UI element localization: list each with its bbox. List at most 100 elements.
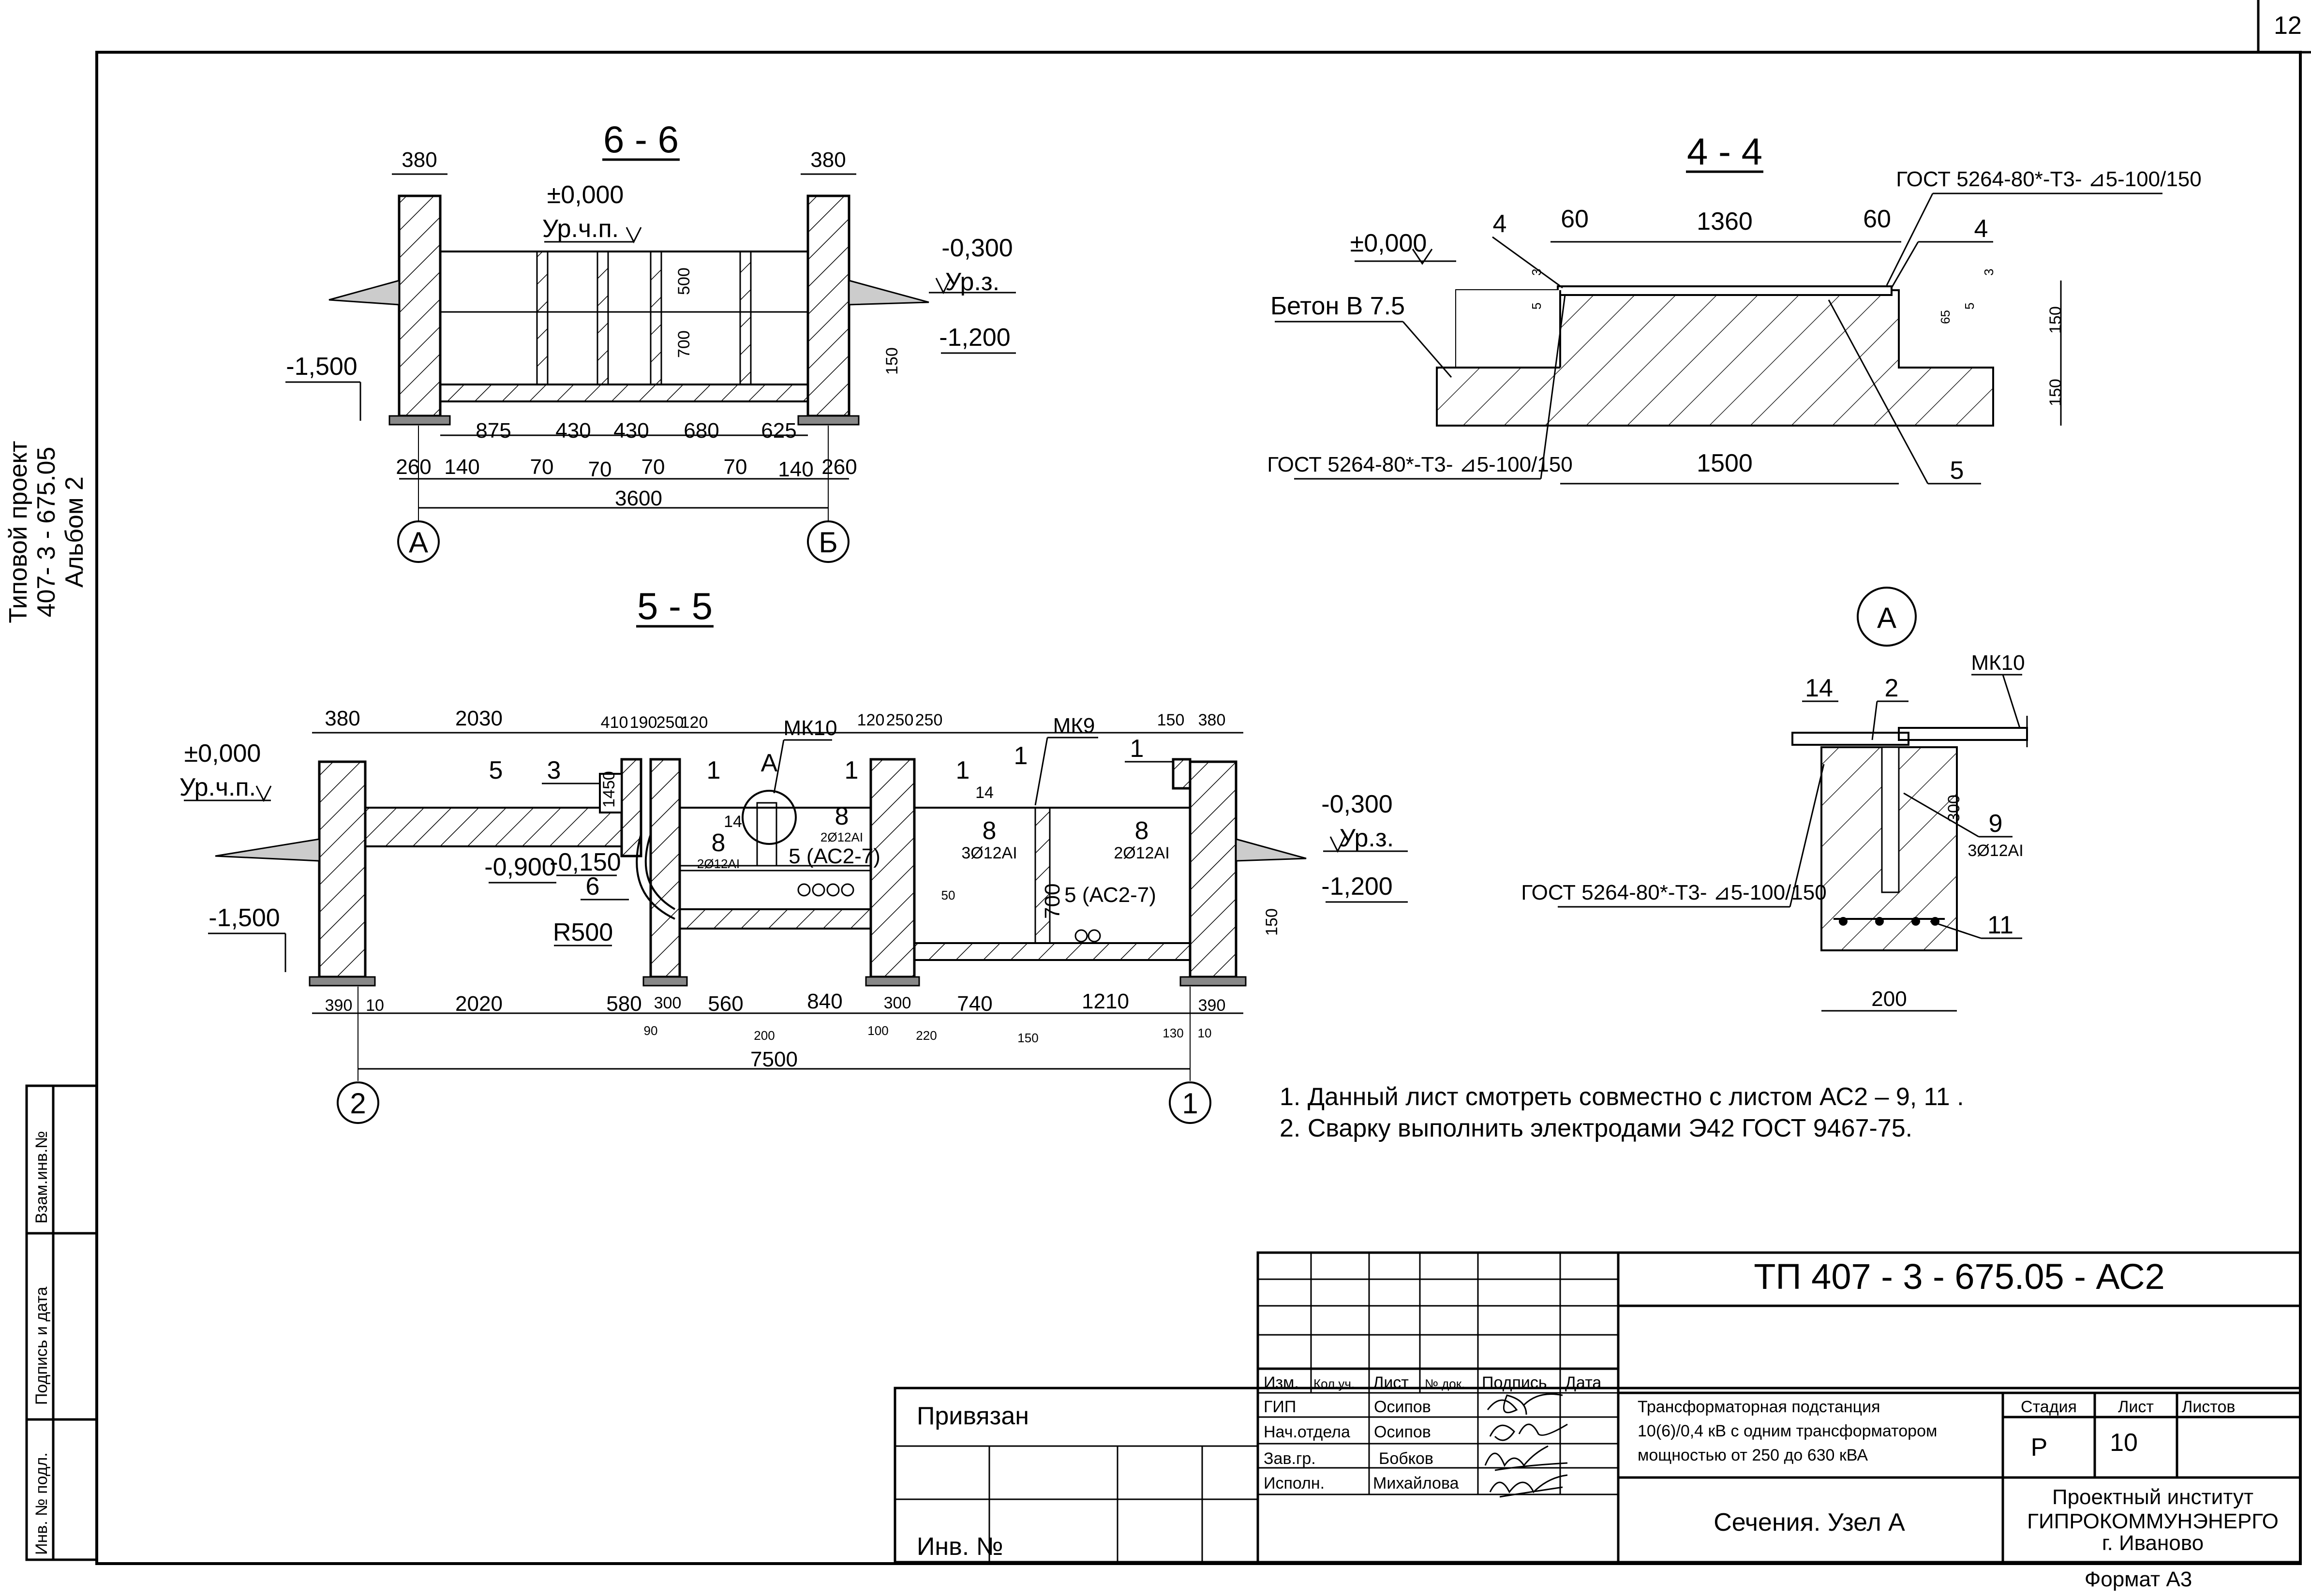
svg-text:130: 130 — [1163, 1026, 1183, 1040]
svg-text:700: 700 — [1041, 884, 1064, 919]
sheet-number: 10 — [2110, 1429, 2138, 1457]
svg-text:1: 1 — [845, 756, 859, 784]
stamp-roles: ГИП Нач.отдела Зав.гр. Исполн. Осипов Ос… — [1264, 1398, 1459, 1493]
section-5-5-title: 5 - 5 — [637, 585, 713, 627]
svg-text:14: 14 — [724, 813, 742, 831]
svg-text:14: 14 — [1805, 674, 1833, 702]
linked-label: Привязан — [917, 1402, 1029, 1430]
svg-text:200: 200 — [754, 1028, 775, 1043]
svg-text:390: 390 — [1198, 996, 1226, 1015]
svg-text:380: 380 — [810, 148, 846, 172]
doc-code: ТП 407 - 3 - 675.05 - АС2 — [1754, 1256, 2165, 1297]
svg-text:-1,500: -1,500 — [209, 904, 280, 932]
svg-text:-1,200: -1,200 — [1321, 872, 1392, 901]
svg-text:Ур.з.: Ур.з. — [1340, 824, 1394, 852]
svg-text:Осипов: Осипов — [1374, 1423, 1431, 1441]
svg-text:140: 140 — [778, 458, 813, 481]
field-replace-inv: Взам.инв.№ — [32, 1131, 51, 1224]
svg-text:±0,000: ±0,000 — [547, 181, 624, 209]
svg-text:Дата: Дата — [1565, 1374, 1601, 1392]
svg-text:150: 150 — [1263, 908, 1281, 936]
svg-text:10(6)/0,4 кВ с одним трансформ: 10(6)/0,4 кВ с одним трансформатором — [1638, 1422, 1937, 1440]
svg-text:150: 150 — [1017, 1031, 1038, 1045]
svg-text:150: 150 — [883, 347, 901, 375]
svg-text:Ур.ч.п.: Ур.ч.п. — [179, 773, 256, 801]
svg-text:Нач.отдела: Нач.отдела — [1264, 1423, 1350, 1441]
svg-text:200: 200 — [1871, 987, 1907, 1011]
svg-text:Бетон В 7.5: Бетон В 7.5 — [1270, 292, 1405, 320]
section-4-4: 4 - 4 ±0,000 Бетон В 7.5 4 4 ГОСТ 5264-8… — [1267, 130, 2202, 485]
svg-text:5 (АС2-7): 5 (АС2-7) — [789, 844, 880, 868]
svg-text:1: 1 — [1014, 742, 1028, 770]
svg-text:11: 11 — [1987, 911, 2013, 939]
svg-text:-0,900: -0,900 — [484, 853, 555, 881]
axis-a-66: А — [409, 526, 428, 559]
svg-text:390: 390 — [325, 996, 353, 1015]
svg-text:Альбом 2: Альбом 2 — [60, 476, 89, 588]
svg-text:60: 60 — [1561, 205, 1589, 233]
svg-text:190: 190 — [630, 713, 657, 732]
svg-text:2030: 2030 — [455, 707, 503, 730]
svg-text:150: 150 — [2046, 379, 2065, 406]
svg-text:500: 500 — [675, 267, 693, 295]
svg-text:5: 5 — [489, 756, 503, 784]
field-signature-date: Подпись и дата — [32, 1286, 51, 1405]
section-6-6: 6 - 6 380 380 ±0,000 Ур.ч.п. 500 — [285, 118, 1016, 563]
svg-text:3Ø12АI: 3Ø12АI — [961, 844, 1017, 862]
svg-text:Подпись: Подпись — [1482, 1374, 1547, 1392]
svg-text:3600: 3600 — [615, 487, 662, 510]
svg-text:Исполн.: Исполн. — [1264, 1474, 1325, 1493]
svg-text:г. Иваново: г. Иваново — [2102, 1531, 2204, 1555]
svg-text:Михайлова: Михайлова — [1373, 1474, 1459, 1493]
svg-text:Бобков: Бобков — [1379, 1449, 1433, 1468]
svg-text:Лист: Лист — [2118, 1398, 2154, 1416]
svg-text:560: 560 — [708, 992, 743, 1016]
svg-text:мощностью от 250 до 630 кВА: мощностью от 250 до 630 кВА — [1638, 1446, 1868, 1464]
svg-text:ГОСТ 5264-80*-Т3- ⊿5-100/150: ГОСТ 5264-80*-Т3- ⊿5-100/150 — [1267, 453, 1573, 476]
svg-text:-1,200: -1,200 — [939, 324, 1010, 352]
svg-text:625: 625 — [761, 419, 796, 443]
svg-text:8: 8 — [835, 802, 849, 830]
section-5-5: 5 - 5 — [179, 585, 1408, 1124]
svg-text:R500: R500 — [553, 918, 613, 946]
svg-text:1500: 1500 — [1697, 449, 1753, 477]
svg-text:-0,300: -0,300 — [941, 234, 1013, 262]
svg-text:5: 5 — [1950, 457, 1964, 485]
svg-text:120: 120 — [681, 713, 708, 732]
svg-text:260: 260 — [396, 455, 431, 479]
svg-text:220: 220 — [916, 1028, 937, 1043]
svg-text:380: 380 — [325, 707, 360, 730]
svg-text:5: 5 — [1962, 303, 1977, 310]
axis-b-66: Б — [819, 526, 837, 559]
svg-text:410: 410 — [601, 713, 628, 732]
svg-text:Ур.ч.п.: Ур.ч.п. — [542, 215, 619, 243]
svg-text:МК9: МК9 — [1053, 714, 1095, 738]
svg-text:Проектный институт: Проектный институт — [2052, 1485, 2253, 1509]
section-6-6-title: 6 - 6 — [603, 118, 679, 161]
svg-text:Листов: Листов — [2182, 1398, 2235, 1416]
svg-text:4: 4 — [1493, 210, 1507, 238]
svg-text:3: 3 — [1982, 269, 1996, 276]
svg-text:100: 100 — [867, 1023, 888, 1038]
svg-text:9: 9 — [1989, 810, 2003, 838]
svg-text:1360: 1360 — [1697, 207, 1753, 236]
svg-text:3Ø12АI: 3Ø12АI — [1968, 842, 2023, 860]
svg-text:1210: 1210 — [1082, 990, 1129, 1013]
axis-2-55: 2 — [350, 1087, 366, 1120]
svg-text:300: 300 — [1945, 795, 1963, 822]
svg-text:±0,000: ±0,000 — [184, 739, 261, 768]
svg-text:ГИП: ГИП — [1264, 1398, 1296, 1416]
margin-title: Типовой проект 407- 3 - 675.05 Альбом 2 — [4, 441, 89, 623]
svg-text:70: 70 — [530, 455, 554, 479]
svg-text:МК10: МК10 — [1971, 651, 2025, 675]
svg-text:Ур.з.: Ур.з. — [945, 268, 999, 296]
svg-text:1: 1 — [956, 756, 970, 784]
svg-text:875: 875 — [476, 419, 511, 443]
svg-text:14: 14 — [975, 783, 994, 802]
svg-text:250: 250 — [915, 711, 943, 729]
svg-text:140: 140 — [444, 455, 479, 479]
svg-text:№ док.: № док. — [1425, 1376, 1465, 1391]
svg-text:1: 1 — [707, 756, 721, 784]
svg-text:50: 50 — [941, 888, 955, 902]
sheet-title: Сечения. Узел А — [1714, 1508, 1905, 1537]
